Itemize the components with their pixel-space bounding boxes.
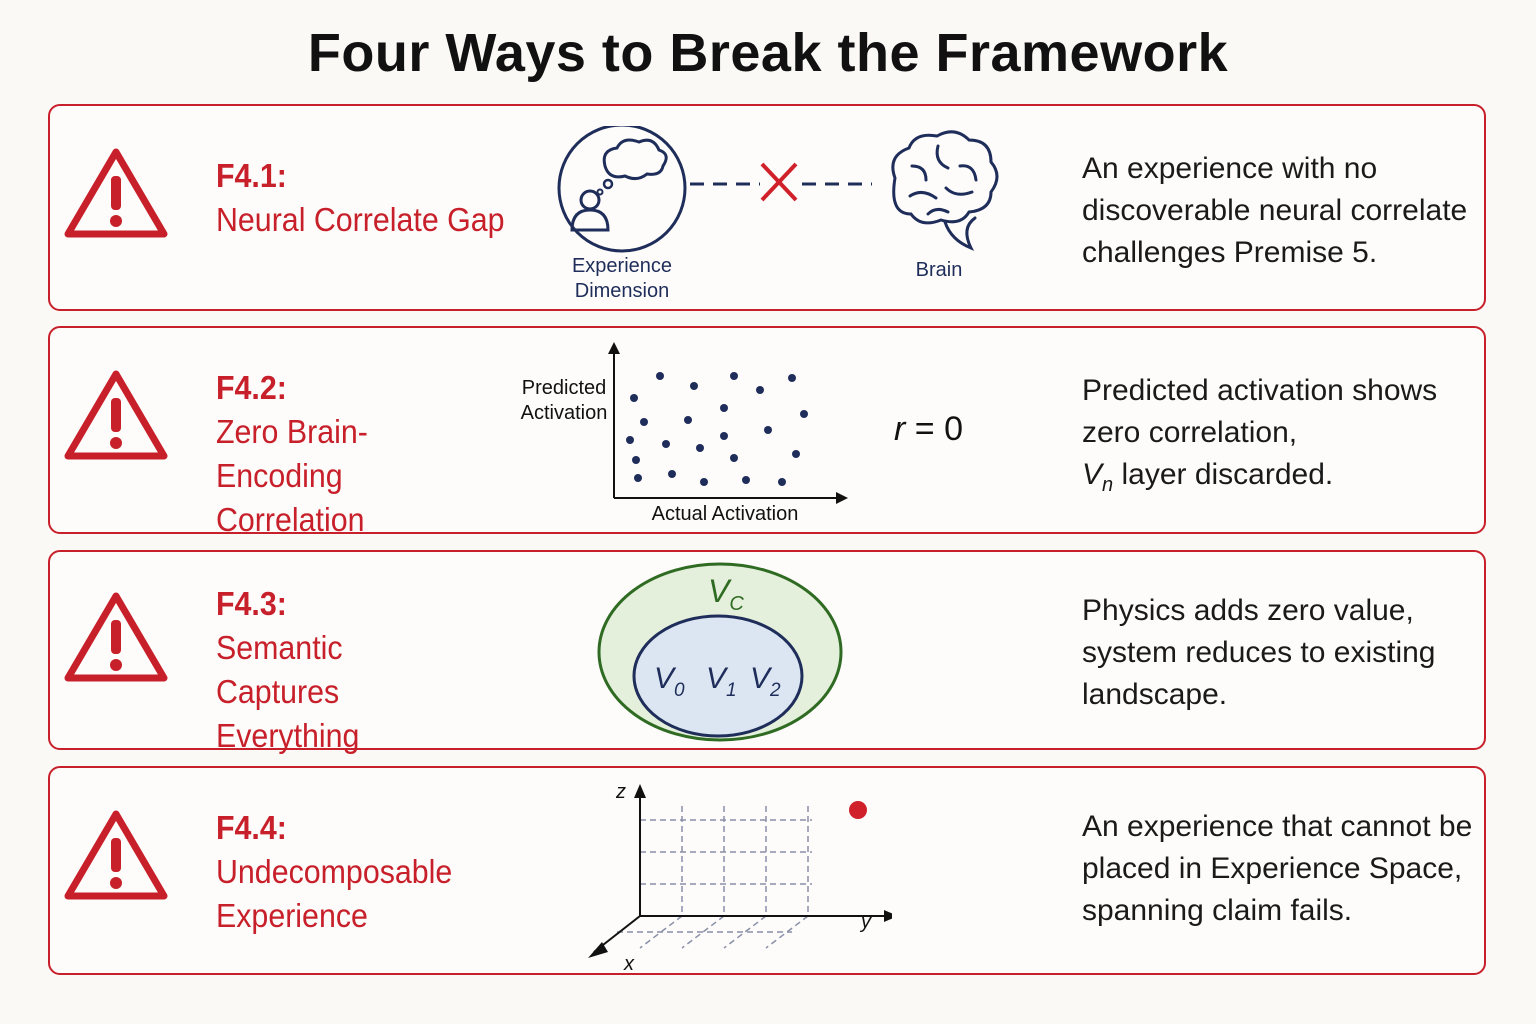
inner-var-2: V — [750, 662, 773, 695]
card-name: Neural Correlate Gap — [216, 201, 505, 238]
card-code: F4.4: — [216, 809, 287, 846]
scatter-point — [668, 470, 676, 478]
inner-var-1: V — [706, 662, 729, 695]
subspace-diagram: VC V0 V1 V2 — [597, 562, 843, 742]
scatter-point — [662, 440, 670, 448]
correlation-readout: r = 0 — [894, 410, 963, 449]
scatter-point — [696, 444, 704, 452]
scatter-point — [778, 478, 786, 486]
svg-text:VC: VC — [708, 573, 744, 615]
page-title: Four Ways to Break the Framework — [307, 23, 1229, 83]
svg-text:V0: V0 — [654, 662, 685, 701]
r-value: = 0 — [914, 410, 963, 448]
card-f4-3: F4.3: Semantic Captures Everything VC V0… — [48, 550, 1486, 754]
z-axis-label: z — [615, 781, 626, 803]
inner-var-0: V — [654, 662, 677, 695]
person-thought-icon — [557, 126, 687, 253]
outlier-layer — [849, 801, 867, 819]
scatter-point — [800, 410, 808, 418]
card-label: F4.4: Undecomposable Experience — [216, 806, 474, 938]
r-symbol: r — [894, 410, 906, 448]
scatter-point — [690, 382, 698, 390]
scatter-point — [742, 476, 750, 484]
card-description: Physics adds zero value, system reduces … — [1082, 594, 1436, 711]
scatter-point — [756, 386, 764, 394]
card-code: F4.2: — [216, 369, 287, 406]
scatter-point — [720, 432, 728, 440]
outlier-point — [849, 801, 867, 819]
card-f4-2: F4.2: Zero Brain-Encoding Correlation Pr… — [48, 326, 1486, 538]
description-line: Predicted activation shows zero correlat… — [1082, 374, 1438, 449]
card-description: Predicted activation shows zero correlat… — [1082, 370, 1482, 506]
svg-text:V1: V1 — [706, 662, 737, 701]
experience-space-axes: z x — [588, 781, 892, 972]
svg-text:V2: V2 — [750, 662, 781, 701]
card-code: F4.1: — [216, 157, 287, 194]
card-name: Undecomposable Experience — [216, 853, 453, 934]
outer-var: V — [708, 573, 732, 609]
card-name: Zero Brain-Encoding Correlation — [216, 413, 368, 538]
warning-triangle-icon — [64, 148, 168, 238]
x-axis-label: Actual Activation — [651, 503, 799, 525]
brain-label: Brain — [915, 259, 963, 281]
description-sub: n — [1102, 474, 1114, 496]
y-axis-label: Predicted Activation — [520, 377, 608, 424]
description-rest: layer discarded. — [1113, 458, 1334, 491]
scatter-point — [730, 454, 738, 462]
warning-triangle-icon — [64, 810, 168, 900]
scatter-plot — [608, 342, 848, 504]
scatter-point — [634, 474, 642, 482]
neural-gap-figure — [557, 126, 999, 253]
scatter-point — [684, 416, 692, 424]
scatter-point — [632, 456, 640, 464]
experience-dimension-label: Experience Dimension — [571, 255, 673, 302]
y-axis-label: y — [861, 911, 871, 933]
scatter-point — [626, 436, 634, 444]
scatter-point — [640, 418, 648, 426]
warning-triangle-icon — [64, 592, 168, 682]
card-label: F4.3: Semantic Captures Everything — [216, 582, 474, 758]
brain-icon — [891, 130, 999, 251]
scatter-point — [656, 372, 664, 380]
card-code: F4.3: — [216, 585, 287, 622]
card-name: Semantic Captures Everything — [216, 629, 360, 754]
card-description: An experience that cannot be placed in E… — [1082, 810, 1473, 927]
cross-icon — [760, 162, 798, 202]
scatter-point — [730, 372, 738, 380]
scatter-point — [764, 426, 772, 434]
scatter-point — [700, 478, 708, 486]
scatter-point — [630, 394, 638, 402]
warning-triangle-icon — [64, 370, 168, 460]
card-label: F4.2: Zero Brain-Encoding Correlation — [216, 366, 492, 542]
card-label: F4.1: Neural Correlate Gap — [216, 154, 505, 242]
x-axis-label: x — [623, 953, 635, 972]
card-f4-4: F4.4: Undecomposable Experience z x y — [48, 766, 1486, 975]
description-var: V — [1082, 458, 1103, 491]
card-f4-1: F4.1: Neural Correlate Gap Experi — [48, 104, 1486, 311]
scatter-point — [792, 450, 800, 458]
scatter-point — [720, 404, 728, 412]
scatter-point — [788, 374, 796, 382]
outer-sub: C — [729, 593, 744, 615]
card-description: An experience with no discoverable neura… — [1082, 152, 1468, 269]
